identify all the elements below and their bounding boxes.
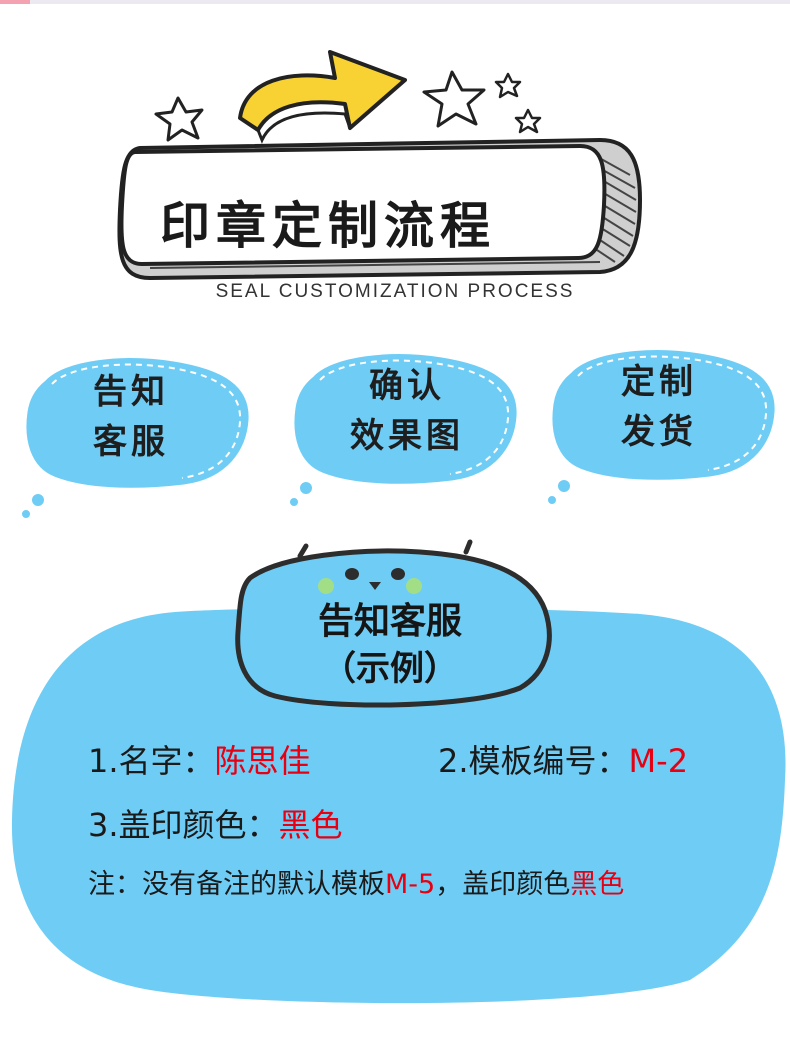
step-1-line1: 告知 xyxy=(93,372,169,412)
step-3-line2: 发货 xyxy=(621,412,697,452)
cloud-bubble xyxy=(288,351,520,508)
page-title: 印章定制流程 xyxy=(160,197,496,255)
step-2-line1: 确认 xyxy=(369,366,445,406)
info-color: 3.盖印颜色：黑色 xyxy=(88,800,343,846)
info-name: 1.名字：陈思佳 xyxy=(88,736,311,782)
title-plaque xyxy=(117,137,643,281)
note-color: 黑色 xyxy=(570,869,625,900)
cloud-bubble xyxy=(546,347,778,506)
name-value: 陈思佳 xyxy=(214,742,311,780)
top-accent xyxy=(0,0,30,4)
banner-illustration xyxy=(117,50,643,281)
step-2-line2: 效果图 xyxy=(350,416,464,456)
step-1-line2: 客服 xyxy=(93,422,169,462)
template-value: M-2 xyxy=(628,742,689,780)
note-text: 注：没有备注的默认模板M-5，盖印颜色黑色 xyxy=(88,862,624,901)
cloud-bubble xyxy=(20,355,252,520)
eye-icon xyxy=(345,568,359,580)
example-title: 告知客服 xyxy=(317,601,462,642)
eye-icon xyxy=(391,568,405,580)
name-label: 1.名字： xyxy=(88,742,215,780)
note-template: M-5 xyxy=(385,869,436,900)
star-icon xyxy=(154,96,204,142)
note-middle: ，盖印颜色 xyxy=(435,869,571,900)
star-icon-small xyxy=(494,72,542,134)
example-subtitle: （示例） xyxy=(322,649,458,689)
color-label: 3.盖印颜色： xyxy=(88,806,279,844)
step-cloud-1: 告知 客服 xyxy=(14,340,264,530)
mascot-bubble xyxy=(235,539,552,708)
page-subtitle: SEAL CUSTOMIZATION PROCESS xyxy=(215,281,575,302)
color-value: 黑色 xyxy=(278,806,343,844)
top-divider xyxy=(0,0,790,4)
step-cloud-3: 定制 发货 xyxy=(540,336,790,526)
star-icon-large xyxy=(422,70,486,128)
step-3-line1: 定制 xyxy=(621,362,697,402)
template-label: 2.模板编号： xyxy=(438,742,629,780)
step-cloud-2: 确认 效果图 xyxy=(282,340,532,530)
info-template: 2.模板编号：M-2 xyxy=(438,736,688,782)
arrow-icon xyxy=(238,50,407,144)
note-prefix: 注：没有备注的默认模板 xyxy=(88,869,385,900)
